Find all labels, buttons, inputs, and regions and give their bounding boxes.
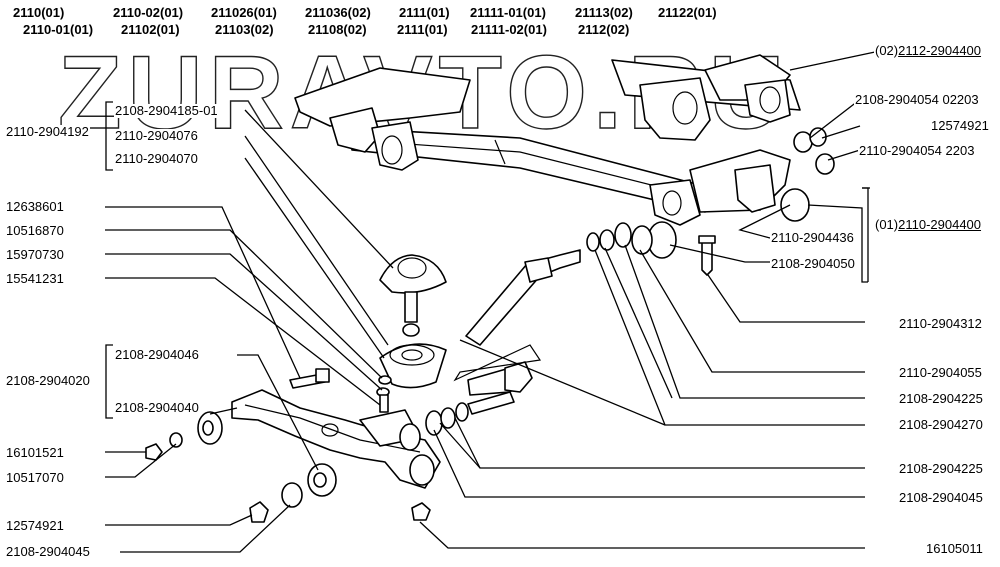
washer-2108-2904225-a — [614, 222, 632, 248]
header-model: 21113(02) — [575, 5, 633, 20]
part-label: 2108-2904054 02203 — [854, 92, 980, 107]
part-label: 2108-2904046 — [114, 347, 200, 362]
header-model: 2110-01(01) — [23, 22, 94, 37]
part-label: 2108-2904020 — [5, 373, 91, 388]
part-label: 2110-2904192 — [5, 124, 90, 139]
stabilizer-rod — [453, 249, 581, 396]
header-model: 21122(01) — [658, 5, 717, 20]
header-model: 21102(01) — [121, 22, 180, 37]
part-label: 2108-2904050 — [770, 256, 856, 271]
leader-lines — [105, 51, 876, 553]
part-label: 15970730 — [5, 247, 65, 262]
part-label: 2110-2904054 2203 — [858, 143, 976, 158]
part-label: (01)2110-2904400 — [874, 217, 983, 232]
part-label: 2108-2904225 — [898, 461, 984, 476]
header-model: 21111-02(01) — [471, 22, 547, 37]
header-model: 21108(02) — [308, 22, 367, 37]
bushing-2108-2904046-hole — [313, 472, 327, 488]
bracket-2108-2904020 — [105, 344, 113, 419]
washer-small-b — [455, 402, 469, 422]
header-model: 21111-01(01) — [470, 5, 546, 20]
washer-small — [586, 232, 600, 252]
washer-2108-2904045-l — [281, 482, 303, 508]
bolt-15541231 — [379, 394, 389, 413]
part-label: 10517070 — [5, 470, 65, 485]
part-label: 2110-2904070 — [114, 151, 199, 166]
washer-2108-2904054 — [793, 131, 813, 153]
washer-2108-2904270 — [599, 229, 615, 251]
bushing-lower-right — [399, 423, 421, 451]
cross-member — [294, 67, 791, 226]
bracket-2110-2904400 — [862, 187, 869, 282]
part-label: 2108-2904045 — [898, 490, 984, 505]
bushing-2110-2904055 — [631, 225, 653, 255]
washer-2108-2904225-b — [440, 407, 456, 429]
bolt-2110-2904312 — [701, 239, 713, 276]
part-label: 2108-2904045 — [5, 544, 91, 559]
part-label: 2110-2904312 — [898, 316, 983, 331]
header-model: 2112(02) — [578, 22, 630, 37]
part-label: 10516870 — [5, 223, 65, 238]
part-label: 2108-2904040 — [114, 400, 200, 415]
header-model: 211026(01) — [211, 5, 277, 20]
ball-joint — [379, 254, 447, 337]
part-label: 2108-2904185-01 — [114, 103, 219, 118]
part-label: 15541231 — [5, 271, 65, 286]
header-model: 2111(01) — [399, 5, 450, 20]
part-label: 2108-2904270 — [898, 417, 984, 432]
header-model: 211036(02) — [305, 5, 371, 20]
header-model: 2111(01) — [397, 22, 448, 37]
part-label: 16101521 — [5, 445, 65, 460]
part-label: 12574921 — [5, 518, 65, 533]
part-label: 16105011 — [925, 541, 984, 556]
nut-16105011 — [411, 502, 431, 521]
washer-10517070 — [169, 432, 183, 448]
part-label: 2110-2904436 — [770, 230, 855, 245]
washer-2110-2904054 — [815, 153, 835, 175]
nut-12574921-bottom — [249, 501, 269, 523]
bolt-12638601-head — [315, 368, 330, 383]
bracket-2110-2904192 — [105, 101, 113, 171]
bolt-head — [698, 235, 716, 244]
part-label: 2110-2904076 — [114, 128, 199, 143]
header-model: 21103(02) — [215, 22, 274, 37]
part-label: 12638601 — [5, 199, 65, 214]
header-model: 2110(01) — [13, 5, 65, 20]
rod-threaded-end — [467, 391, 515, 415]
beam-variant-02 — [611, 54, 801, 141]
part-label: 2110-2904055 — [898, 365, 983, 380]
nut-16101521 — [145, 443, 163, 461]
boot-2110-2904076 — [379, 343, 447, 389]
part-label: 12574921 — [930, 118, 990, 133]
header-model: 2110-02(01) — [113, 5, 184, 20]
part-label: 2108-2904225 — [898, 391, 984, 406]
end-cap — [780, 188, 810, 222]
bushing-2108-2904040-hole — [202, 420, 214, 436]
part-label: (02)2112-2904400 — [874, 43, 983, 58]
